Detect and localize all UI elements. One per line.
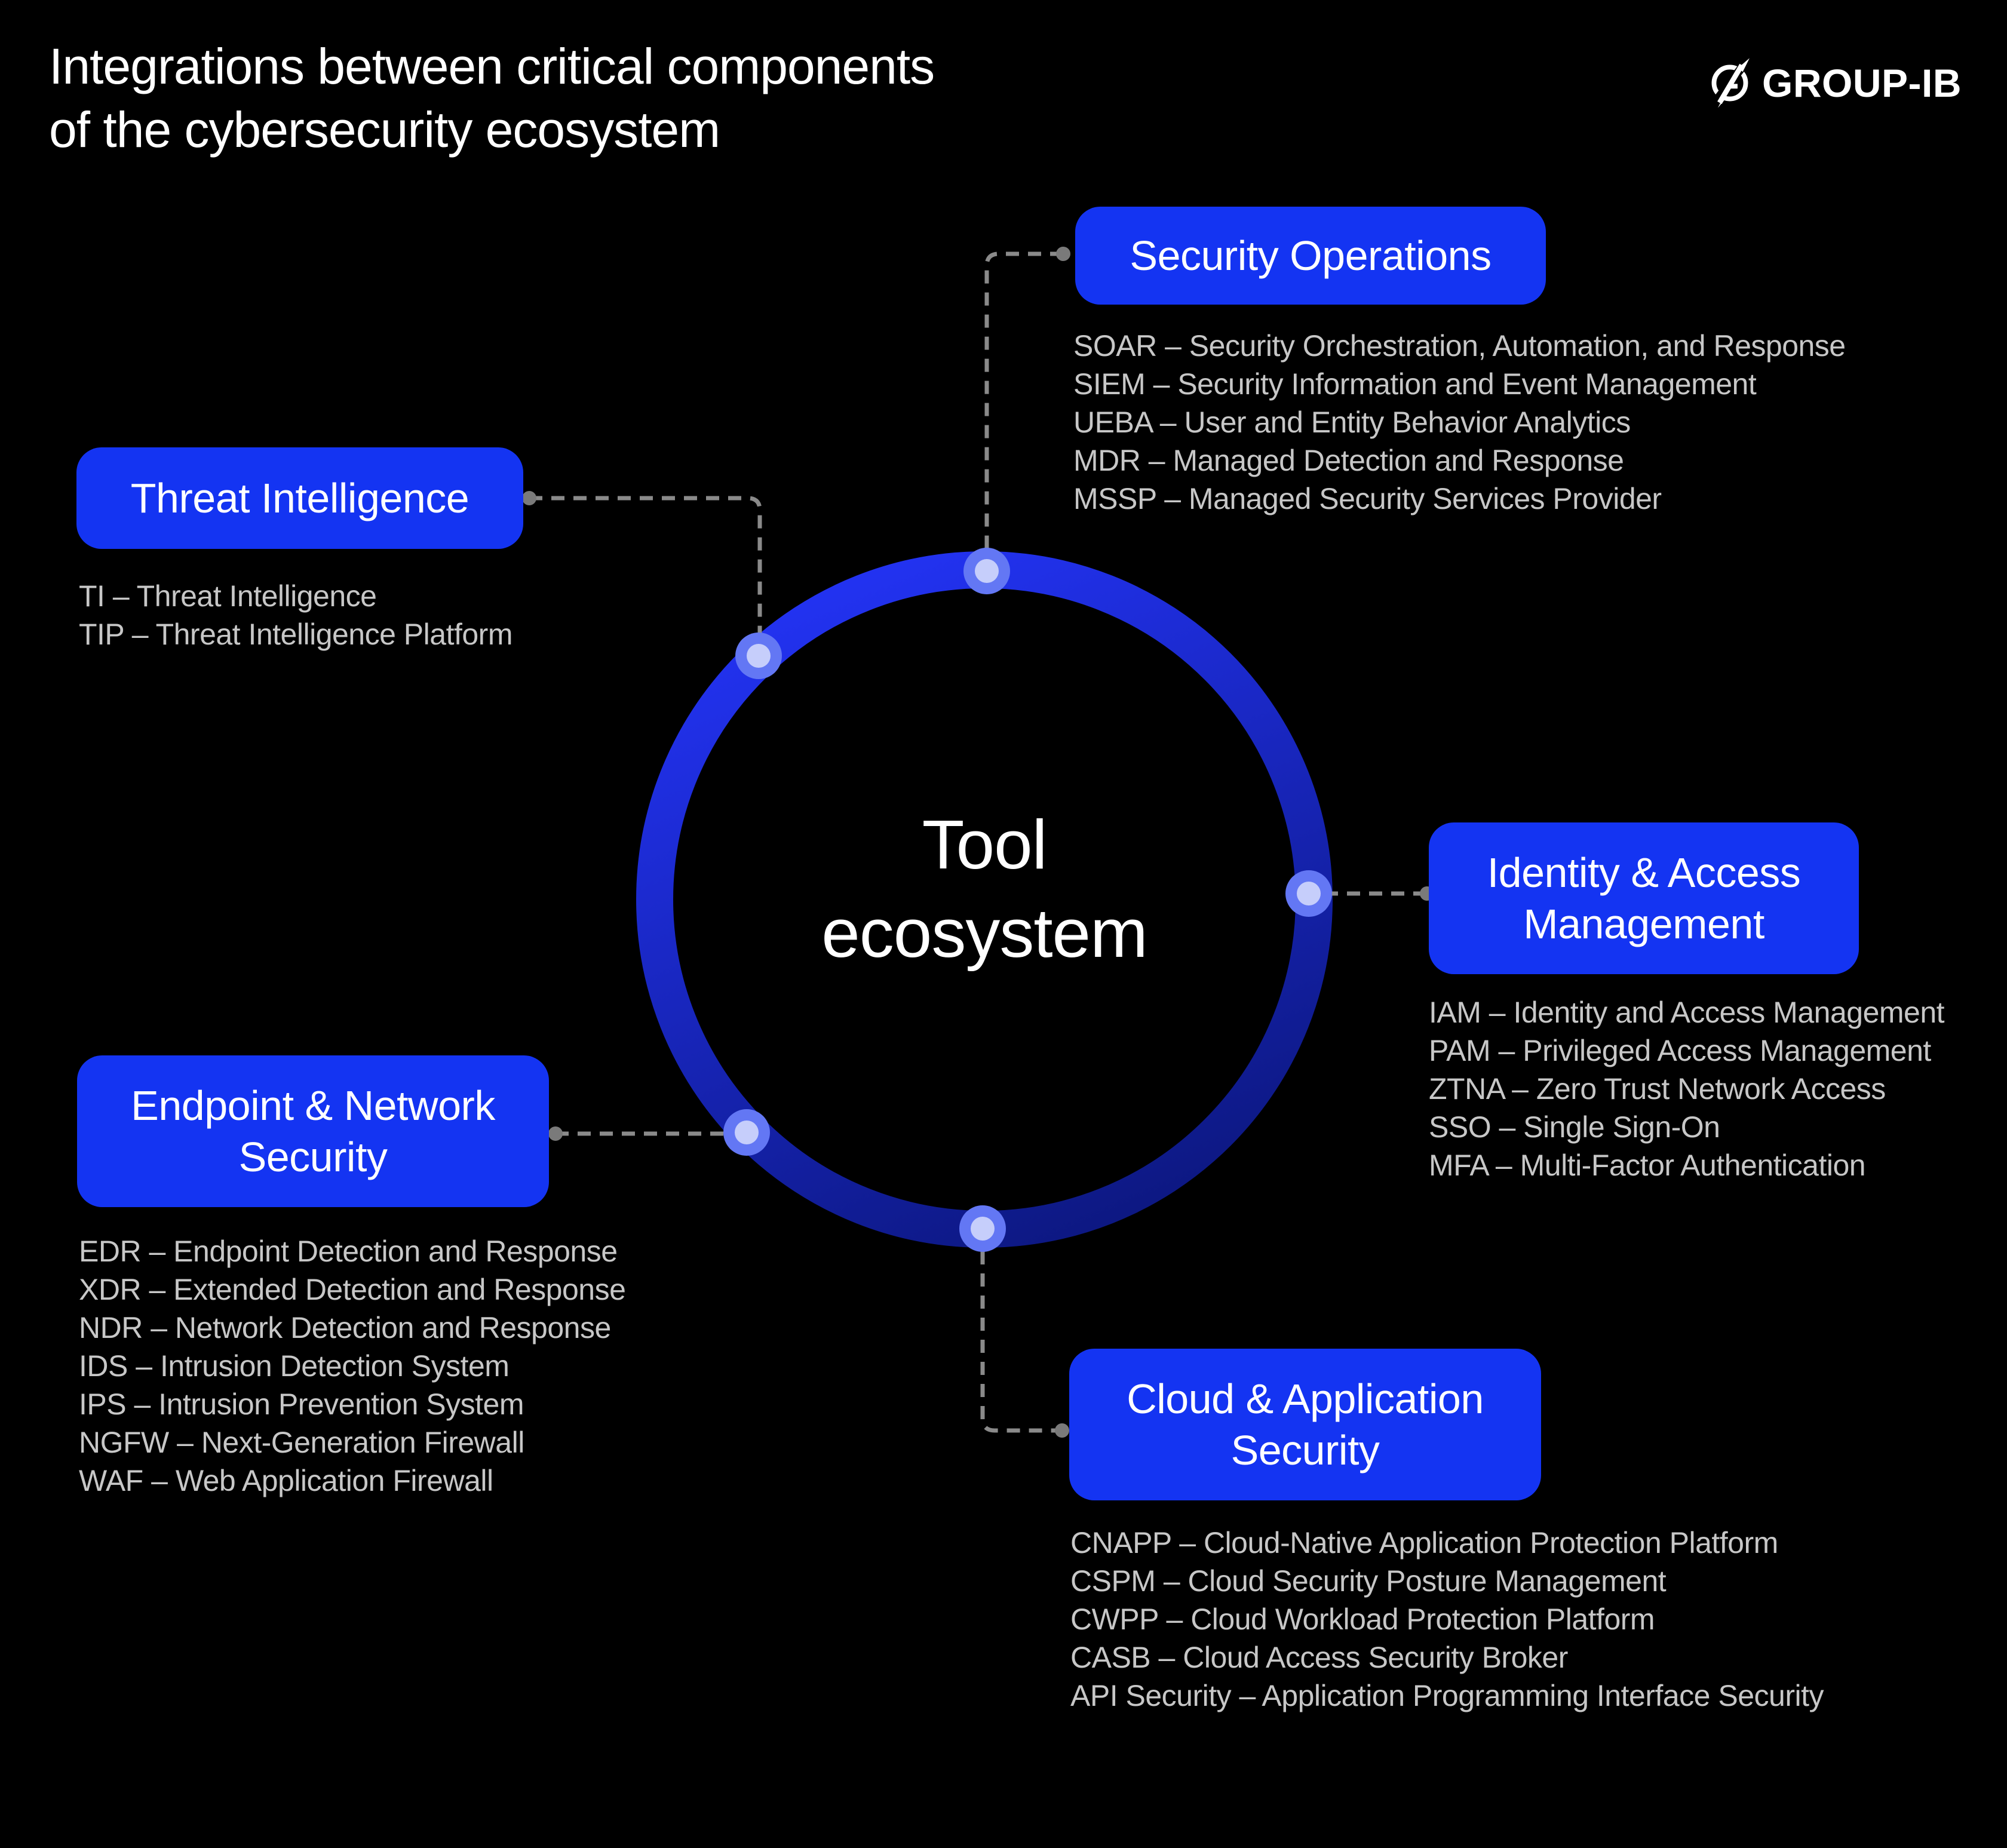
- pill-threat-intelligence: Threat Intelligence: [76, 447, 523, 549]
- connector-threat-intelligence: [529, 496, 762, 634]
- connector-cloud-application: [980, 1251, 1056, 1433]
- page-title-line1: Integrations between critical components: [49, 38, 935, 94]
- pill-identity-access-management-label: Identity & Access Management: [1487, 849, 1801, 947]
- list-security-operations: SOAR – Security Orchestration, Automatio…: [1073, 327, 1846, 518]
- pill-threat-intelligence-label: Threat Intelligence: [130, 475, 469, 521]
- list-item: TIP – Threat Intelligence Platform: [79, 618, 513, 651]
- list-item: XDR – Extended Detection and Response: [79, 1273, 626, 1306]
- brand-logo: GROUP-IB: [1708, 57, 1962, 109]
- list-item: CNAPP – Cloud-Native Application Protect…: [1070, 1526, 1778, 1560]
- list-identity-access-management: IAM – Identity and Access Management PAM…: [1429, 993, 1945, 1184]
- group-ib-logo-icon: [1709, 58, 1751, 108]
- list-item: SOAR – Security Orchestration, Automatio…: [1073, 329, 1846, 363]
- list-threat-intelligence: TI – Threat Intelligence TIP – Threat In…: [79, 577, 513, 653]
- tool-ecosystem-label-line2: ecosystem: [821, 894, 1147, 972]
- ring-node-right-inner: [1297, 882, 1321, 905]
- pill-endpoint-network-security: Endpoint & Network Security: [77, 1055, 549, 1207]
- brand-logo-text: GROUP-IB: [1762, 61, 1962, 105]
- list-item: IPS – Intrusion Prevention System: [79, 1387, 524, 1421]
- list-item: EDR – Endpoint Detection and Response: [79, 1235, 618, 1268]
- ring-node-upper-left-inner: [747, 644, 771, 668]
- list-cloud-application-security: CNAPP – Cloud-Native Application Protect…: [1070, 1524, 1824, 1715]
- list-item: API Security – Application Programming I…: [1070, 1679, 1824, 1712]
- list-endpoint-network-security: EDR – Endpoint Detection and Response XD…: [79, 1232, 626, 1500]
- list-item: MSSP – Managed Security Services Provide…: [1073, 482, 1662, 515]
- pill-endpoint-network-security-label: Endpoint & Network Security: [131, 1082, 495, 1180]
- list-item: MFA – Multi-Factor Authentication: [1429, 1149, 1866, 1182]
- ring-node-lower-left-inner: [735, 1121, 759, 1144]
- pill-security-operations: Security Operations: [1075, 207, 1546, 305]
- list-item: UEBA – User and Entity Behavior Analytic…: [1073, 406, 1631, 439]
- tool-ecosystem-label-line1: Tool: [922, 806, 1048, 883]
- pill-cloud-application-security-label: Cloud & Application Security: [1127, 1376, 1484, 1474]
- tool-ecosystem-label: Tool ecosystem: [626, 800, 1343, 977]
- anchor-dot-endpoint-network: [548, 1126, 563, 1141]
- page-title-line2: of the cybersecurity ecosystem: [49, 102, 720, 158]
- list-item: SIEM – Security Information and Event Ma…: [1073, 367, 1757, 401]
- list-item: TI – Threat Intelligence: [79, 579, 377, 613]
- list-item: IAM – Identity and Access Management: [1429, 996, 1945, 1029]
- anchor-dot-cloud-application: [1055, 1423, 1069, 1438]
- list-item: ZTNA – Zero Trust Network Access: [1429, 1072, 1886, 1106]
- pill-cloud-application-security: Cloud & Application Security: [1069, 1349, 1541, 1500]
- ring-node-top-inner: [975, 559, 999, 583]
- list-item: CSPM – Cloud Security Posture Management: [1070, 1564, 1667, 1598]
- page-title: Integrations between critical components…: [49, 35, 935, 161]
- list-item: CWPP – Cloud Workload Protection Platfor…: [1070, 1603, 1655, 1636]
- anchor-dot-security-operations: [1056, 247, 1070, 261]
- list-item: PAM – Privileged Access Management: [1429, 1034, 1931, 1067]
- connector-security-operations: [984, 251, 1063, 550]
- list-item: IDS – Intrusion Detection System: [79, 1349, 510, 1383]
- list-item: CASB – Cloud Access Security Broker: [1070, 1641, 1568, 1674]
- list-item: NGFW – Next-Generation Firewall: [79, 1426, 524, 1459]
- list-item: SSO – Single Sign-On: [1429, 1110, 1720, 1144]
- ring-node-bottom-inner: [971, 1217, 995, 1241]
- pill-security-operations-label: Security Operations: [1130, 232, 1492, 279]
- list-item: WAF – Web Application Firewall: [79, 1464, 493, 1497]
- pill-identity-access-management: Identity & Access Management: [1429, 822, 1859, 974]
- list-item: MDR – Managed Detection and Response: [1073, 444, 1624, 477]
- ring-nodes: [723, 548, 1332, 1252]
- anchor-dot-threat-intelligence: [522, 491, 536, 505]
- list-item: NDR – Network Detection and Response: [79, 1311, 611, 1344]
